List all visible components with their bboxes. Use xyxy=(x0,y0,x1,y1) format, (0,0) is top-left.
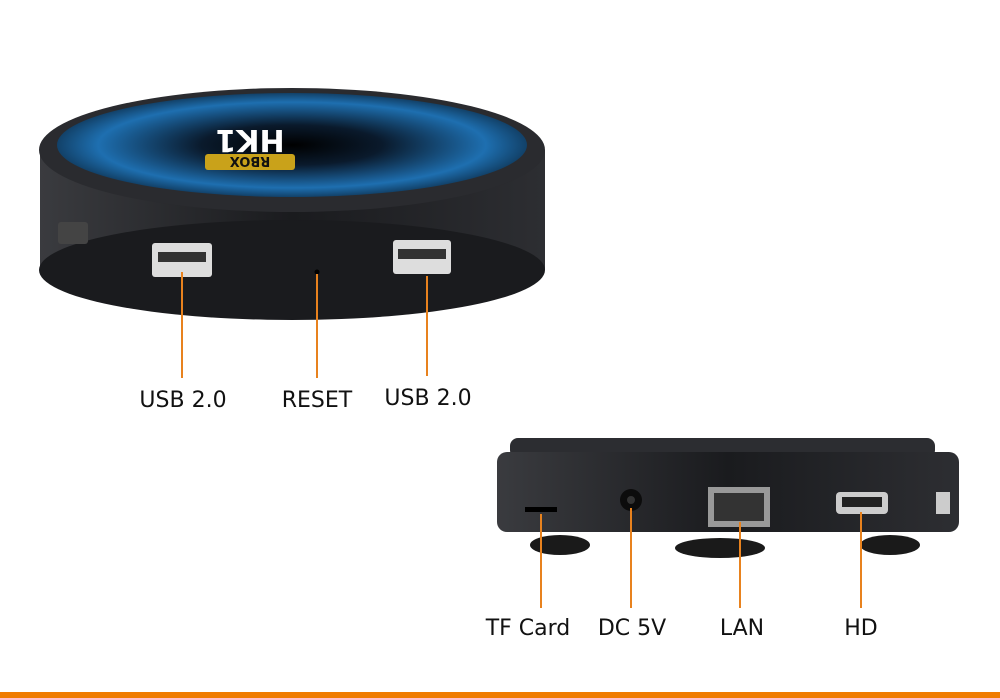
side-view-device xyxy=(497,438,959,558)
callout-line-tf-card xyxy=(540,514,542,608)
label-lan: LAN xyxy=(719,616,765,641)
accent-bar xyxy=(0,692,1000,698)
callout-line-usb-right xyxy=(426,276,428,376)
callout-line-hd xyxy=(860,512,862,608)
callout-line-lan xyxy=(739,522,741,608)
label-usb-left: USB 2.0 xyxy=(139,388,227,413)
callout-line-usb-left xyxy=(181,272,183,378)
label-usb-right: USB 2.0 xyxy=(384,386,472,411)
callout-line-reset xyxy=(316,274,318,378)
svg-text:RBOX: RBOX xyxy=(230,153,271,168)
reset-hole xyxy=(314,269,320,275)
callout-line-dc xyxy=(630,508,632,608)
label-tf-card: TF Card xyxy=(485,616,571,641)
label-reset: RESET xyxy=(281,388,353,413)
tf-card-slot xyxy=(525,507,557,512)
top-view-device: HK1 RBOX xyxy=(39,88,545,320)
hdmi-port-side xyxy=(58,222,88,244)
label-hd: HD xyxy=(844,616,878,641)
logo: HK1 RBOX xyxy=(205,122,295,170)
label-dc-5v: DC 5V xyxy=(597,616,667,641)
svg-text:HK1: HK1 xyxy=(215,122,284,157)
